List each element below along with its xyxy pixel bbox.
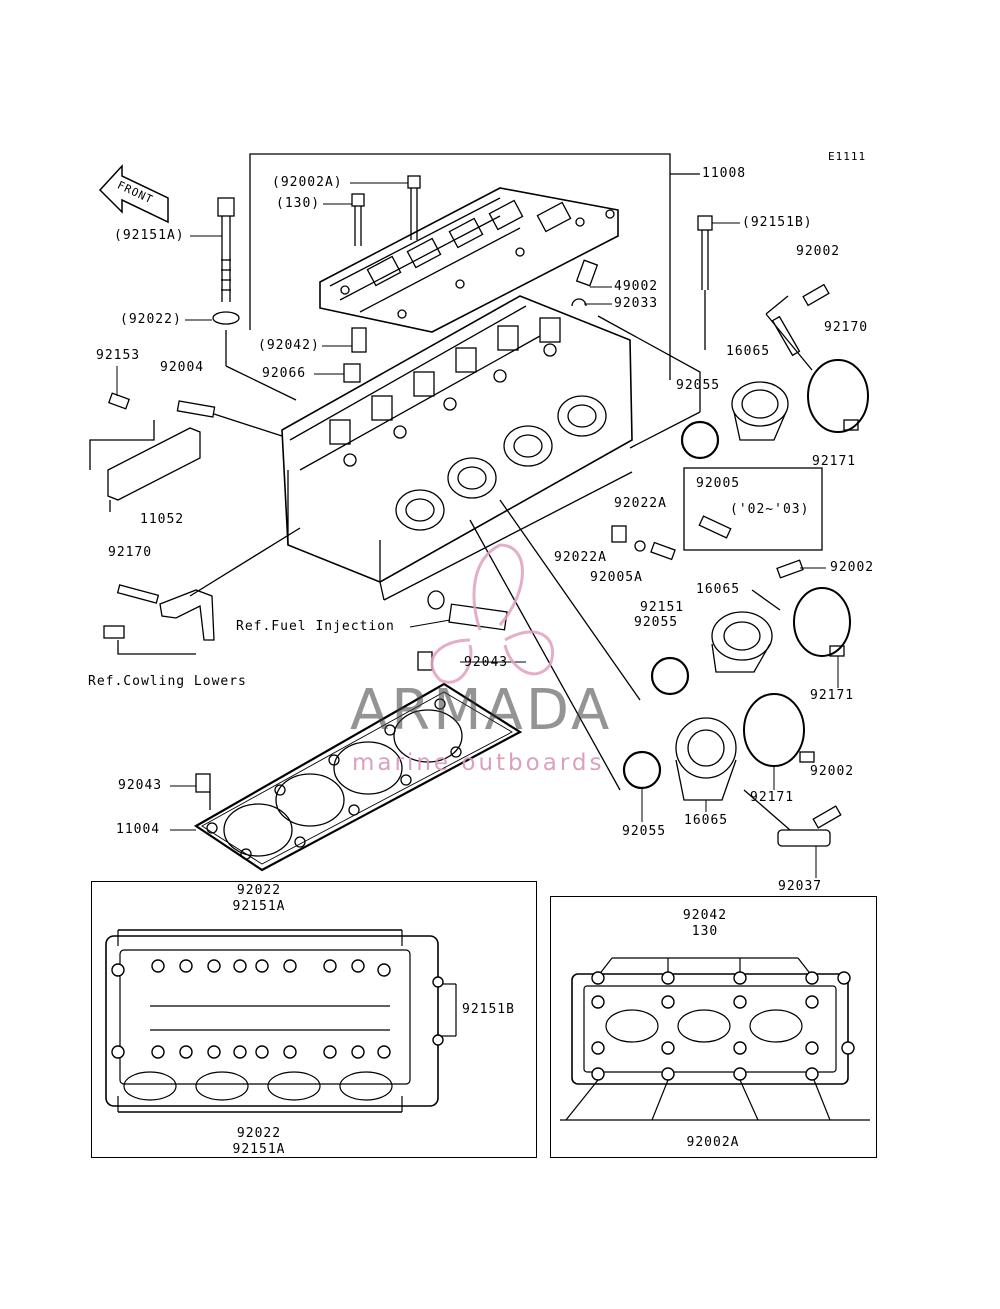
lifter-49002 — [575, 259, 599, 287]
bolt-92153 — [107, 392, 131, 410]
part-label-92171-b: 92171 — [810, 688, 855, 703]
part-label-11008: 11008 — [702, 166, 747, 181]
ref-fuel-injection: Ref.Fuel Injection — [236, 619, 395, 634]
bolt-92151 — [650, 541, 676, 561]
part-label-92005: 92005 — [696, 476, 741, 491]
part-label-92022A-b: 92022A — [554, 550, 607, 565]
part-label-92170-b: 92170 — [108, 545, 153, 560]
part-label-130-top: (130) — [276, 196, 321, 211]
part-label-92151B-top: (92151B) — [742, 215, 813, 230]
detail-box-holder-bolts — [550, 896, 877, 1158]
part-label-92153: 92153 — [96, 348, 141, 363]
detail-left-drawing — [105, 929, 457, 1113]
watermark-title: ARMADA — [350, 678, 613, 743]
armada-logo-icon — [430, 543, 555, 684]
part-label-92002-b: 92002 — [830, 560, 875, 575]
part-label-92055-b: 92055 — [634, 615, 679, 630]
front-arrow-icon — [98, 164, 169, 224]
part-label-92042-top: (92042) — [258, 338, 320, 353]
clamp-92171-c — [743, 693, 805, 767]
detail-box-head-bolts — [91, 881, 537, 1158]
part-label-92055-c: 92055 — [622, 824, 667, 839]
part-label-92033: 92033 — [614, 296, 659, 311]
oring-92055-a — [680, 420, 720, 460]
watermark-subtitle: marine outboards — [352, 750, 605, 776]
part-label-92171-a: 92171 — [812, 454, 857, 469]
oring-92055-c — [622, 750, 662, 790]
bolt-130 — [351, 193, 365, 246]
part-label-92055-a: 92055 — [676, 378, 721, 393]
note-box-92005 — [683, 467, 823, 551]
part-label-92002-a: 92002 — [796, 244, 841, 259]
part-label-92002A-top: (92002A) — [272, 175, 343, 190]
part-label-92151A-top: (92151A) — [114, 228, 185, 243]
washer-92022 — [212, 311, 240, 325]
part-label-92066: 92066 — [262, 366, 307, 381]
bolt-92002-c — [812, 805, 842, 829]
dowel-92043-a — [417, 651, 433, 671]
part-label-92043-a: 92043 — [464, 655, 509, 670]
part-label-92005A: 92005A — [590, 570, 643, 585]
seal-92066 — [343, 363, 361, 383]
oring-92055-b — [650, 656, 690, 696]
detail-right-bottom: 92002A — [686, 1135, 740, 1150]
clamp-92171-b — [793, 587, 851, 657]
detail-left-top-1: 92022 — [236, 883, 282, 898]
ref-cowling-lowers: Ref.Cowling Lowers — [88, 674, 247, 689]
part-label-92037: 92037 — [778, 879, 823, 894]
detail-right-top-1: 92042 — [682, 908, 728, 923]
clamp-92171-a — [807, 359, 869, 433]
part-label-49002: 49002 — [614, 279, 659, 294]
part-label-92022A-a: 92022A — [614, 496, 667, 511]
band-92170-a — [771, 315, 801, 357]
leader-11008 — [249, 153, 671, 380]
part-label-92002-c: 92002 — [810, 764, 855, 779]
plug-92005A — [611, 525, 627, 543]
detail-right-drawing — [560, 957, 870, 1121]
year-note: ('02~'03) — [730, 502, 810, 517]
part-label-11004: 11004 — [116, 822, 161, 837]
detail-left-bottom-2: 92151A — [232, 1142, 286, 1157]
oring-fuel — [427, 590, 445, 610]
part-label-11052: 11052 — [140, 512, 185, 527]
bolt-92002-a — [802, 283, 830, 307]
bolt-92002-b — [776, 559, 804, 579]
holder-16065-c — [675, 717, 737, 801]
part-label-92022-top: (92022) — [120, 312, 182, 327]
clip-92033 — [571, 298, 587, 307]
part-label-92170-a: 92170 — [824, 320, 869, 335]
washer-92022A — [634, 540, 646, 552]
diagram-code: E1111 — [828, 150, 867, 163]
stud-92004 — [176, 400, 216, 418]
part-label-92043-b: 92043 — [118, 778, 163, 793]
camshaft-holder — [319, 187, 619, 333]
leader-holder-frame-a — [597, 315, 701, 412]
part-label-16065-a: 16065 — [726, 344, 771, 359]
sensor-92005 — [698, 515, 732, 539]
part-label-92171-c: 92171 — [750, 790, 795, 805]
part-label-92151: 92151 — [640, 600, 685, 615]
dowel-92042 — [351, 327, 367, 353]
dowel-92043-b — [195, 773, 211, 793]
cylinder-head — [281, 295, 633, 583]
sensor-fuel — [448, 603, 508, 631]
detail-left-side: 92151B — [462, 1002, 515, 1017]
bracket-11052 — [89, 420, 201, 512]
pipe-92037 — [777, 829, 831, 847]
detail-left-top-2: 92151A — [232, 899, 286, 914]
holder-16065-a — [731, 381, 789, 441]
detail-left-bottom-1: 92022 — [236, 1126, 282, 1141]
stud-92151B — [697, 215, 713, 350]
detail-right-top-2: 130 — [691, 924, 719, 939]
head-gasket — [193, 682, 523, 872]
bolt-92151A — [217, 197, 235, 302]
part-label-92004: 92004 — [160, 360, 205, 375]
part-label-16065-c: 16065 — [684, 813, 729, 828]
bolt-92002A — [407, 175, 421, 240]
holder-16065-b — [711, 611, 773, 673]
part-label-16065-b: 16065 — [696, 582, 741, 597]
bracket-92170 — [103, 584, 215, 655]
